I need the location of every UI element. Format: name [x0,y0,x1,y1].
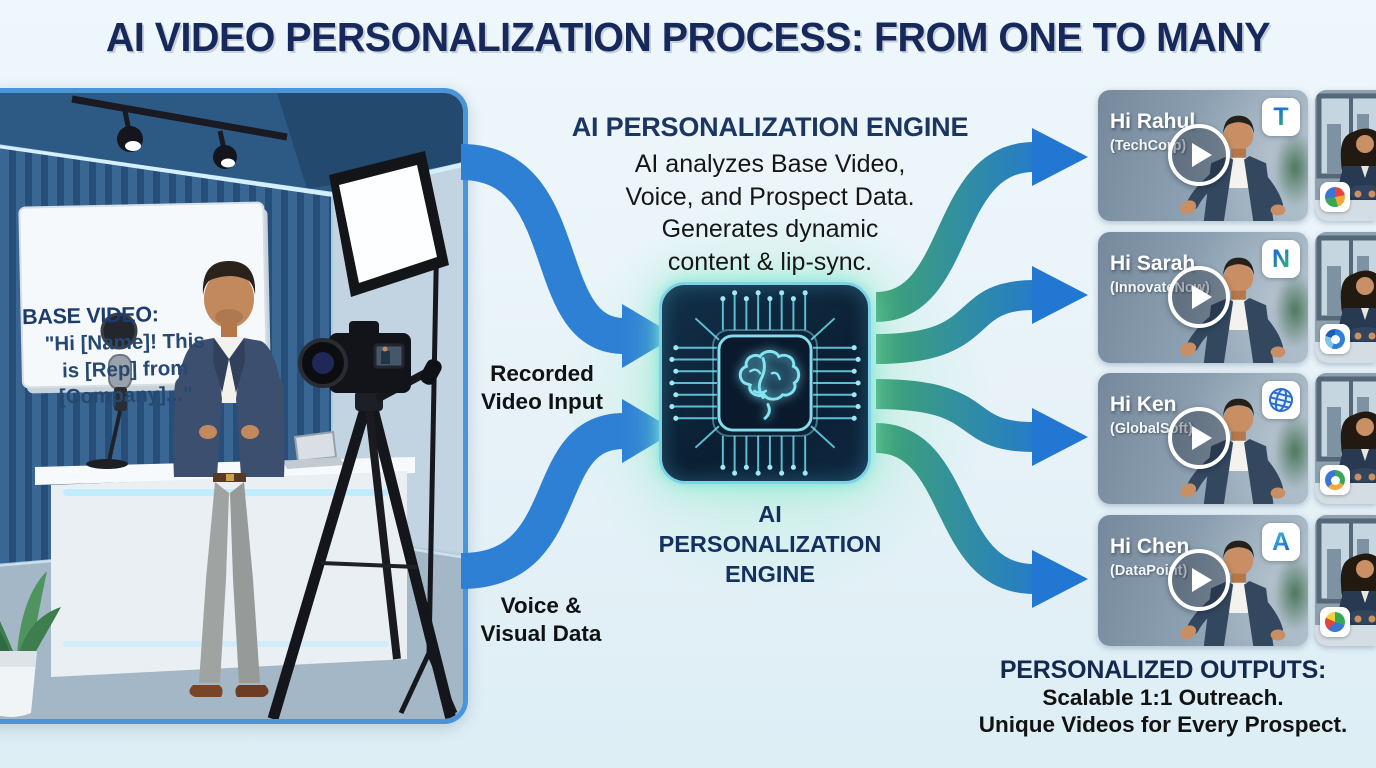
label-voice-visual-data: Voice & Visual Data [480,593,602,647]
play-triangle [1191,143,1212,167]
partial-thumbnail-2[interactable] [1315,232,1376,363]
label-recorded-video-input: Recorded Video Input [480,361,604,415]
outputs-subline-1: Scalable 1:1 Outreach. [1042,685,1284,710]
thumb-company: (TechCorp) [1110,138,1187,154]
studio-scene-illustration [0,93,463,719]
outputs-heading: PERSONALIZED OUTPUTS: [999,656,1327,684]
plant-blur [1274,555,1308,631]
chip-caption: AI PERSONALIZATION ENGINE [658,501,882,587]
play-triangle [1191,568,1212,592]
laptop-icon [283,430,345,469]
client-logo-icon [1320,465,1350,495]
presenter-thumb-icon [1180,257,1286,363]
office-woman-scene [1315,515,1376,646]
thumb-greeting: Hi Ken [1110,393,1177,416]
ai-engine-chip [659,282,871,484]
logo-letter: T [1273,102,1289,131]
office-woman-scene [1315,373,1376,504]
logo-letter: N [1271,244,1291,273]
logo-glyph [1325,329,1345,349]
play-button-icon[interactable] [1168,407,1230,469]
globe-glyph [1269,388,1293,412]
globalsoft-globe-icon [1262,381,1300,419]
page-title: AI VIDEO PERSONALIZATION PROCESS: FROM O… [105,14,1271,60]
plant-blur [1274,272,1308,348]
video-thumbnail-ken[interactable]: Hi Ken (GlobalSoft) [1098,373,1308,504]
play-triangle [1191,285,1212,309]
camera-tripod-icon [267,321,457,719]
play-button-icon[interactable] [1168,549,1230,611]
engine-heading: AI PERSONALIZATION ENGINE [571,112,969,142]
presenter-person [173,261,285,697]
brain-chip-icon [669,290,861,476]
base-video-board-text: BASE VIDEO: "Hi [Name]! This is [Rep] fr… [12,301,238,413]
thumb-greeting: Hi Rahul [1110,110,1196,133]
board-heading: BASE VIDEO: [21,302,159,330]
client-logo-icon [1320,182,1350,212]
base-video-studio-panel: BASE VIDEO: "Hi [Name]! This is [Rep] fr… [0,88,468,724]
engine-description: AI analyzes Base Video, Voice, and Prosp… [625,150,915,276]
plant-blur [1274,130,1308,206]
techcorp-logo-icon: T [1262,98,1300,136]
client-logo-icon [1320,324,1350,354]
logo-glyph [1325,612,1345,632]
play-triangle [1191,426,1212,450]
microphone-icon [86,312,138,469]
logo-glyph [1325,470,1345,490]
board-quote: "Hi [Name]! This is [Rep] from [Company]… [44,329,205,409]
datapoint-logo-icon: A [1262,523,1300,561]
play-button-icon[interactable] [1168,124,1230,186]
track-lights-icon [71,95,288,169]
client-logo-icon [1320,607,1350,637]
logo-letter: A [1271,527,1291,556]
video-thumbnail-rahul[interactable]: Hi Rahul (TechCorp) T [1098,90,1308,221]
partial-thumbnail-1[interactable] [1315,90,1376,221]
plant-blur [1274,413,1308,489]
partial-thumbnail-3[interactable] [1315,373,1376,504]
personalized-outputs-caption: PERSONALIZED OUTPUTS: Scalable 1:1 Outre… [950,656,1376,738]
logo-glyph [1325,187,1345,207]
plant-icon [0,571,61,717]
innovatenow-logo-icon: N [1262,240,1300,278]
video-thumbnail-chen[interactable]: Hi Chen (DataPoint) A [1098,515,1308,646]
play-button-icon[interactable] [1168,266,1230,328]
thumb-greeting: Hi Sarah [1110,252,1196,275]
partial-thumbnail-4[interactable] [1315,515,1376,646]
video-thumbnail-sarah[interactable]: Hi Sarah (InnovateNow) N [1098,232,1308,363]
outputs-subline-2: Unique Videos for Every Prospect. [978,711,1348,737]
thumb-greeting: Hi Chen [1110,535,1190,558]
